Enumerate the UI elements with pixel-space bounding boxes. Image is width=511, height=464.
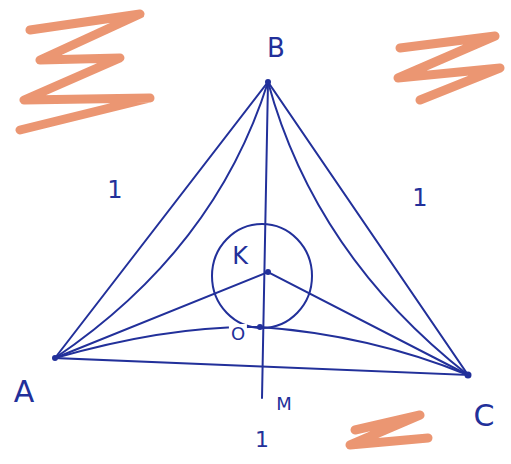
orange-scribbles xyxy=(20,14,500,445)
lines-ao-oc xyxy=(55,327,468,375)
side-length: 1 xyxy=(253,428,271,452)
points xyxy=(52,79,472,379)
scribble xyxy=(398,36,500,100)
lines-ak-kc xyxy=(55,272,468,375)
point xyxy=(465,372,472,379)
vertex-label: A xyxy=(12,376,37,408)
triangle-abc xyxy=(55,82,468,375)
side-length: 1 xyxy=(105,177,124,203)
scribble xyxy=(20,14,150,130)
triangle-lines xyxy=(55,82,468,398)
curve-ab xyxy=(55,82,268,358)
vertex-label: B xyxy=(265,34,287,62)
point xyxy=(257,324,263,330)
scribble xyxy=(350,415,428,445)
point-label: K xyxy=(230,243,250,269)
point xyxy=(265,79,271,85)
point xyxy=(52,355,58,361)
point-label: M xyxy=(274,394,294,414)
inscribed-circle xyxy=(212,224,312,328)
point xyxy=(265,269,271,275)
point-label: O xyxy=(229,324,247,344)
median-bm xyxy=(262,82,268,398)
side-length: 1 xyxy=(410,185,429,211)
vertex-label: C xyxy=(472,400,497,432)
